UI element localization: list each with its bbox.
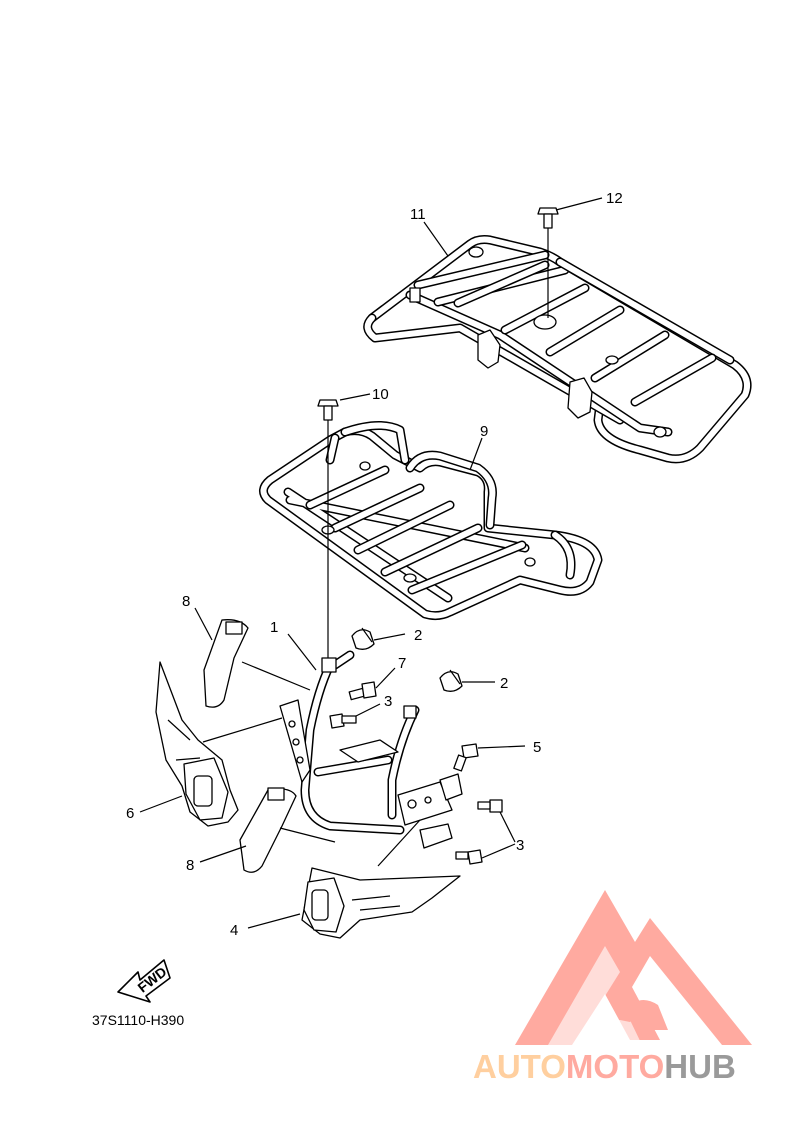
watermark-text: AUTOMOTOHUB [473,1047,736,1087]
rear-carrier [363,235,752,464]
callout-2a: 2 [414,627,422,644]
watermark-logo [515,890,752,1045]
callout-8b: 8 [186,857,194,874]
bolt-3a [329,703,381,729]
watermark-moto: MOTO [565,1048,665,1085]
bolt-10 [317,393,371,660]
callout-1: 1 [270,619,278,636]
callout-5: 5 [533,739,541,756]
grommet-2a [351,627,406,650]
fwd-arrow-icon: FWD [117,959,171,1003]
bolt-7 [348,667,396,701]
callout-2b: 2 [500,675,508,692]
bolt-3b [455,799,516,865]
guard-panel-6 [139,661,283,827]
grommet-2b [439,669,495,692]
bolt-5 [453,743,526,772]
bolt-12 [537,197,603,318]
watermark-hub: HUB [664,1048,736,1085]
diagram-code: 37S1110-H390 [92,1012,184,1028]
callout-9: 9 [480,423,488,440]
callout-3a: 3 [384,693,392,710]
cover-8a [194,607,311,708]
callout-7: 7 [398,655,406,672]
front-carrier [259,421,603,621]
callout-8a: 8 [182,593,190,610]
callout-6: 6 [126,805,134,822]
callout-4: 4 [230,922,238,939]
front-guard [279,650,463,849]
callout-10: 10 [372,386,389,403]
cover-8b [199,787,336,873]
callout-3b: 3 [516,837,524,854]
callout-11: 11 [410,206,426,223]
callout-12: 12 [606,190,623,207]
watermark-auto: AUTO [473,1048,566,1085]
guard-panel-4 [247,819,461,939]
